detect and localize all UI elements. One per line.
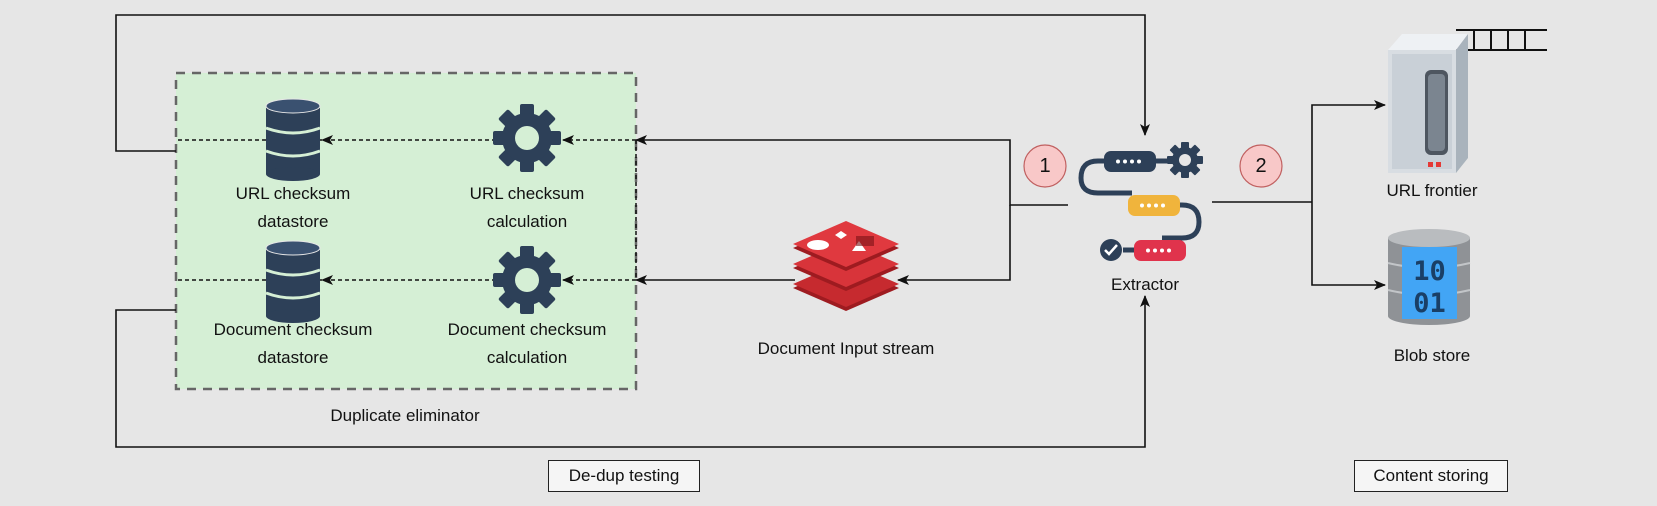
- step-number-1: 1: [1039, 155, 1051, 177]
- edge-extractor-to-doc-stream: [897, 205, 1011, 285]
- step-marker-1: [1023, 144, 1067, 188]
- blob-digits-row-2: 01: [1413, 288, 1446, 319]
- step-marker-2: [1239, 144, 1283, 188]
- database-icon: [265, 240, 321, 323]
- bottom-loop-edge: [115, 295, 1150, 448]
- edge-extractor-to-url-calc: [635, 135, 1068, 206]
- extractor-label: Extractor: [1110, 275, 1180, 294]
- document-checksum-datastore-label: Document checksum datastore: [213, 320, 373, 367]
- gear-icon: [493, 104, 561, 172]
- server-icon: [1388, 34, 1468, 173]
- step-number-2: 2: [1255, 155, 1267, 177]
- blob-storage-icon: [1387, 229, 1471, 325]
- top-loop-edge: [115, 14, 1150, 152]
- content-storing-label: Content storing: [1354, 460, 1508, 492]
- redis-stack-icon: [793, 221, 899, 311]
- blob-store-label: Blob store: [1393, 346, 1471, 365]
- queue-icon: [1456, 29, 1547, 51]
- edge-to-blob-store: [1311, 202, 1386, 290]
- duplicate-eliminator-label: Duplicate eliminator: [330, 406, 480, 425]
- document-checksum-calculation-label: Document checksum calculation: [447, 320, 607, 367]
- gear-icon: [493, 246, 561, 314]
- connector-lines: [115, 14, 1386, 448]
- database-icon: [265, 98, 321, 181]
- dedup-testing-label: De-dup testing: [548, 460, 700, 492]
- duplicate-eliminator-box: [174, 71, 638, 391]
- url-checksum-calculation-label: URL checksum calculation: [469, 184, 585, 231]
- pipeline-icon: [1078, 142, 1203, 261]
- url-checksum-datastore-label: URL checksum datastore: [235, 184, 351, 231]
- url-frontier-label: URL frontier: [1386, 181, 1478, 200]
- blob-digits-row-1: 10: [1413, 256, 1446, 287]
- document-input-stream-label: Document Input stream: [757, 339, 935, 358]
- edge-to-url-frontier: [1311, 100, 1386, 202]
